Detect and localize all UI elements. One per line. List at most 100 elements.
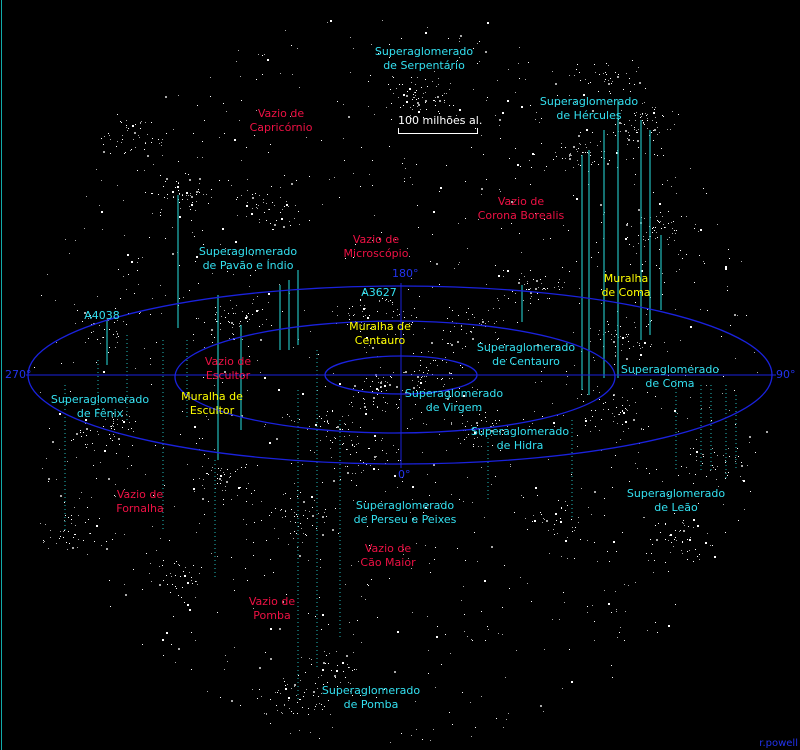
galaxy-point bbox=[553, 529, 554, 530]
galaxy-point bbox=[385, 411, 386, 412]
galaxy-point bbox=[393, 77, 394, 78]
galaxy-point bbox=[738, 520, 739, 521]
galaxy-point bbox=[213, 378, 214, 379]
galaxy-point bbox=[171, 576, 172, 577]
galaxy-point bbox=[61, 363, 62, 364]
galaxy-point bbox=[728, 472, 729, 473]
galaxy-point bbox=[682, 522, 683, 523]
galaxy-point bbox=[574, 75, 575, 76]
galaxy-point bbox=[87, 444, 88, 445]
galaxy-point bbox=[463, 395, 465, 397]
galaxy-point bbox=[495, 476, 496, 477]
galaxy-point bbox=[161, 142, 162, 143]
galaxy-point bbox=[109, 434, 110, 435]
galaxy-point bbox=[367, 317, 369, 319]
galaxy-point bbox=[660, 212, 661, 213]
galaxy-point bbox=[616, 407, 617, 408]
galaxy-point bbox=[397, 309, 398, 310]
galaxy-point bbox=[606, 63, 607, 64]
galaxy-point bbox=[625, 130, 627, 132]
galaxy-point bbox=[286, 204, 288, 206]
galaxy-point bbox=[675, 537, 676, 538]
galaxy-point bbox=[648, 239, 649, 240]
galaxy-point bbox=[647, 128, 648, 129]
galaxy-point bbox=[609, 160, 610, 161]
galaxy-point bbox=[223, 472, 224, 473]
galaxy-point bbox=[117, 419, 118, 420]
galaxy-point bbox=[591, 410, 592, 411]
galaxy-point bbox=[86, 447, 87, 448]
galaxy-point bbox=[698, 231, 699, 232]
galaxy-point bbox=[425, 79, 426, 80]
galaxy-point bbox=[625, 238, 627, 240]
galaxy-point bbox=[372, 240, 373, 241]
galaxy-point bbox=[194, 236, 195, 237]
galaxy-point bbox=[601, 289, 602, 290]
galaxy-point bbox=[702, 454, 703, 455]
galaxy-point bbox=[654, 154, 655, 155]
galaxy-point bbox=[542, 416, 543, 417]
galaxy-point bbox=[249, 319, 250, 320]
galaxy-point bbox=[682, 541, 683, 542]
galaxy-point bbox=[196, 256, 198, 258]
galaxy-point bbox=[348, 116, 350, 118]
galaxy-point bbox=[101, 211, 103, 213]
galaxy-point bbox=[159, 143, 160, 144]
galaxy-point bbox=[574, 530, 575, 531]
galaxy-point bbox=[629, 83, 630, 84]
galaxy-point bbox=[620, 131, 621, 132]
galaxy-point bbox=[73, 439, 74, 440]
galaxy-point bbox=[407, 91, 408, 92]
galaxy-point bbox=[639, 276, 640, 277]
galaxy-point bbox=[65, 515, 66, 516]
galaxy-point bbox=[333, 480, 335, 482]
galaxy-point bbox=[559, 104, 560, 105]
galaxy-point bbox=[252, 197, 254, 199]
galaxy-point bbox=[43, 542, 44, 543]
galaxy-point bbox=[461, 329, 462, 330]
galaxy-point bbox=[64, 502, 65, 503]
galaxy-point bbox=[108, 478, 110, 480]
galaxy-point bbox=[411, 77, 412, 78]
galaxy-point bbox=[288, 700, 289, 701]
galaxy-point bbox=[153, 164, 154, 165]
galaxy-point bbox=[398, 449, 399, 450]
galaxy-point bbox=[282, 417, 283, 418]
galaxy-point bbox=[118, 438, 120, 440]
galaxy-point bbox=[256, 79, 257, 80]
galaxy-point bbox=[647, 118, 648, 119]
galaxy-point bbox=[219, 137, 220, 138]
galaxy-point bbox=[179, 193, 180, 194]
galaxy-point bbox=[590, 328, 591, 329]
galaxy-point bbox=[625, 421, 627, 423]
galaxy-point bbox=[655, 396, 656, 397]
galaxy-point bbox=[465, 560, 466, 561]
galaxy-point bbox=[293, 713, 294, 714]
galaxy-point bbox=[458, 315, 459, 316]
galaxy-point bbox=[418, 111, 420, 113]
galaxy-point bbox=[332, 442, 333, 443]
galaxy-point bbox=[644, 218, 645, 219]
galaxy-point bbox=[203, 377, 204, 378]
galaxy-point bbox=[438, 111, 439, 112]
galaxy-point bbox=[500, 432, 501, 433]
galaxy-point bbox=[123, 200, 124, 201]
galaxy-point bbox=[208, 203, 209, 204]
galaxy-point bbox=[117, 334, 118, 335]
galaxy-point bbox=[283, 226, 285, 228]
galaxy-point bbox=[631, 226, 632, 227]
galaxy-point bbox=[134, 293, 135, 294]
galaxy-point bbox=[390, 89, 391, 90]
galaxy-point bbox=[290, 225, 291, 226]
galaxy-point bbox=[313, 695, 314, 696]
galaxy-point bbox=[187, 464, 188, 465]
galaxy-point bbox=[392, 327, 393, 328]
galaxy-point bbox=[70, 391, 71, 392]
galaxy-point bbox=[356, 485, 357, 486]
galaxy-point bbox=[280, 187, 281, 188]
galaxy-point bbox=[151, 122, 152, 123]
galaxy-point bbox=[690, 537, 691, 538]
galaxy-point bbox=[97, 339, 98, 340]
galaxy-point bbox=[723, 455, 724, 456]
